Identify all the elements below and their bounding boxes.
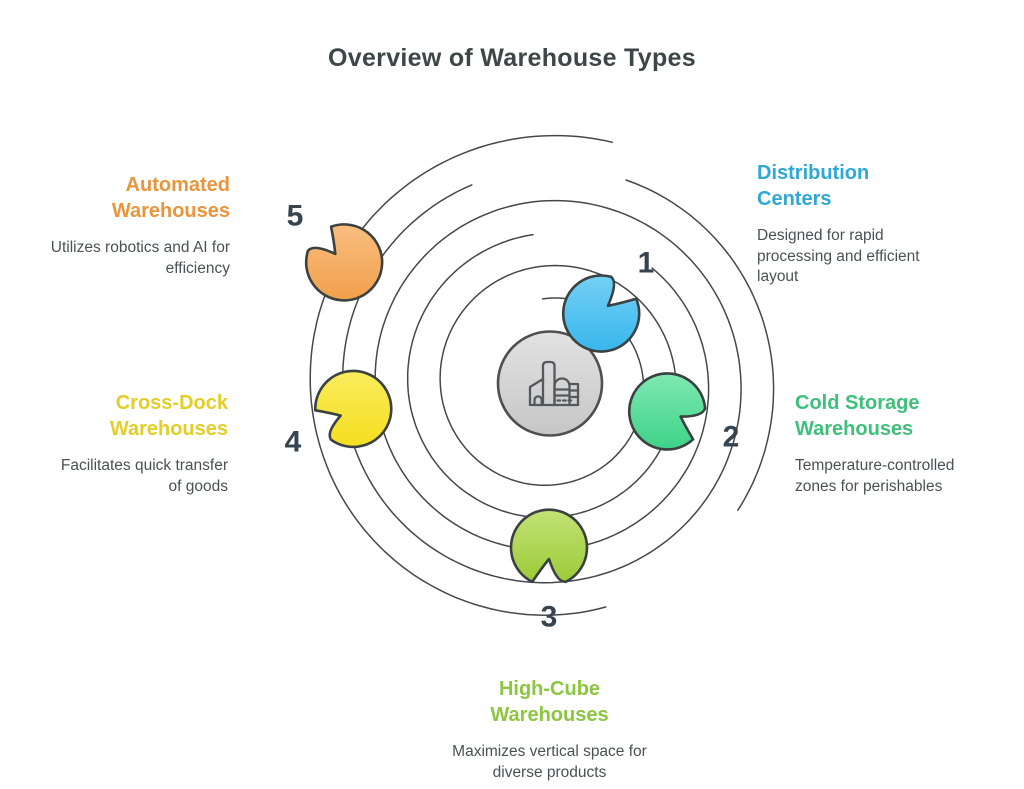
type-3-block: High-Cube Warehouses Maximizes vertical … bbox=[447, 676, 652, 783]
bubble-number: 4 bbox=[285, 426, 302, 459]
type-bubble-4: 4 bbox=[285, 369, 393, 459]
center-circle bbox=[496, 330, 604, 437]
type-bubble-3: 3 bbox=[509, 508, 589, 634]
type-title: Distribution Centers bbox=[757, 162, 870, 210]
type-description: Utilizes robotics and AI for efficiency bbox=[50, 239, 230, 277]
bubble-number: 3 bbox=[541, 601, 558, 634]
type-title: Automated Warehouses bbox=[111, 174, 230, 222]
spiral-line bbox=[309, 134, 775, 616]
factory-icon bbox=[528, 360, 580, 407]
type-1-block: Distribution Centers Designed for rapid … bbox=[757, 160, 942, 288]
type-2-block: Cold Storage Warehouses Temperature-cont… bbox=[795, 390, 990, 497]
type-title: High-Cube Warehouses bbox=[490, 678, 609, 726]
bubble-number: 1 bbox=[638, 247, 655, 280]
type-5-block: Automated Warehouses Utilizes robotics a… bbox=[34, 172, 230, 279]
type-description: Facilitates quick transfer of goods bbox=[60, 457, 228, 495]
type-bubble-1: 1 bbox=[561, 247, 655, 353]
type-bubble-2: 2 bbox=[627, 372, 740, 454]
type-description: Temperature-controlled zones for perisha… bbox=[795, 457, 955, 495]
bubble-number: 5 bbox=[287, 200, 304, 233]
type-bubble-5: 5 bbox=[287, 200, 384, 302]
type-title: Cold Storage Warehouses bbox=[795, 392, 920, 440]
type-description: Maximizes vertical space for diverse pro… bbox=[452, 743, 647, 781]
center-hub bbox=[496, 330, 604, 437]
bubble-number: 2 bbox=[723, 421, 740, 454]
type-description: Designed for rapid processing and effici… bbox=[757, 227, 920, 286]
page-title: Overview of Warehouse Types bbox=[328, 44, 696, 72]
type-title: Cross-Dock Warehouses bbox=[109, 392, 228, 440]
type-4-block: Cross-Dock Warehouses Facilitates quick … bbox=[48, 390, 228, 497]
